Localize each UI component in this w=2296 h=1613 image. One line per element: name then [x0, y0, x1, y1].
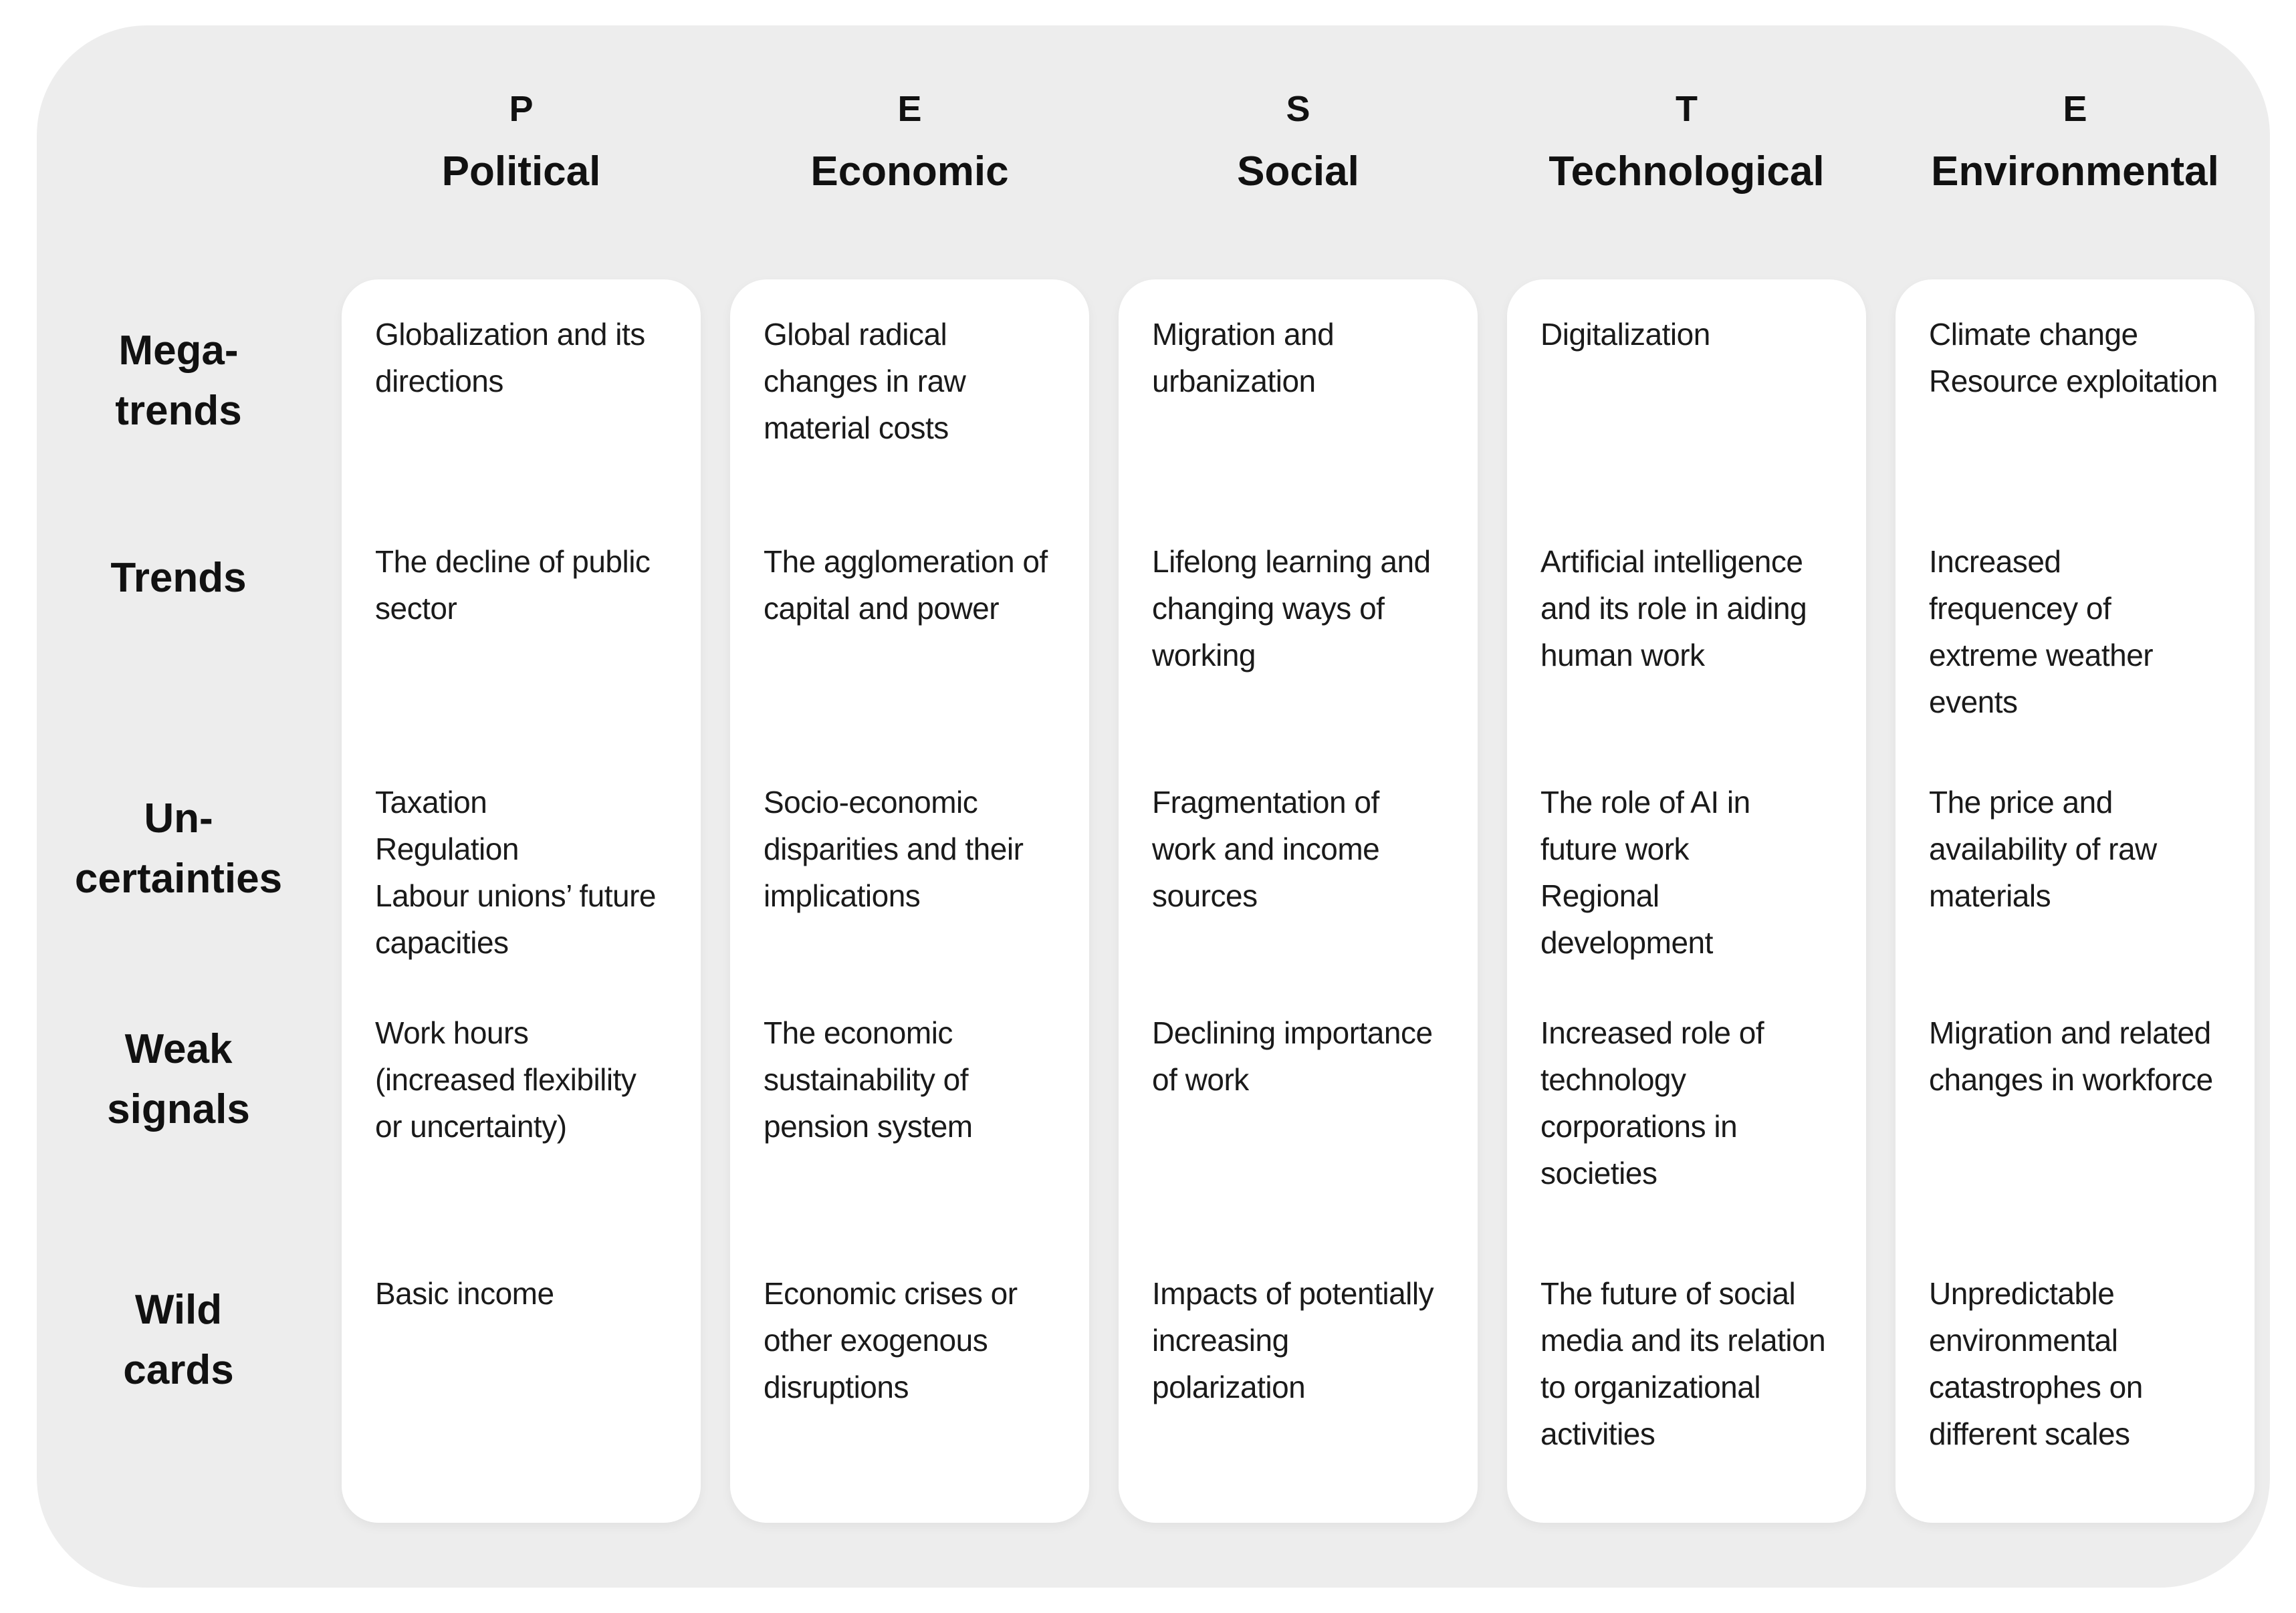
row-label-weak-signals: Weak signals: [107, 1026, 250, 1132]
column-header-social: S Social: [1119, 25, 1478, 279]
row-label-wild-cards: Wild cards: [123, 1287, 234, 1393]
cell-economic-weak-signals: The economic sustainability of pension s…: [764, 1015, 973, 1144]
cell-political-mega-trends: Globalization and its directions: [375, 317, 645, 398]
peste-grid: P Political E Economic S Social T Techno…: [37, 25, 2270, 1523]
cell-political-wild-cards: Basic income: [375, 1276, 554, 1311]
column-name-technological: Technological: [1548, 148, 1825, 195]
cell-economic-wild-cards: Economic crises or other exogenous disru…: [764, 1276, 1018, 1404]
row-label-trends: Trends: [110, 555, 247, 601]
column-header-environmental: E Environmental: [1896, 25, 2255, 279]
column-letter-environmental: E: [2063, 89, 2087, 129]
column-letter-political: P: [509, 89, 534, 129]
column-card-social: [1119, 279, 1478, 1523]
cell-environmental-weak-signals: Migration and related changes in workfor…: [1929, 1015, 2213, 1097]
cell-social-wild-cards: Impacts of potentially increasing polari…: [1152, 1276, 1434, 1404]
column-letter-economic: E: [897, 89, 922, 129]
cell-environmental-wild-cards: Unpredictable environmental catastrophes…: [1929, 1276, 2143, 1451]
cell-economic-uncertainties: Socio-economic disparities and their imp…: [764, 785, 1024, 913]
cell-technological-uncertainties: The role of AI in future work Regional d…: [1540, 785, 1750, 960]
column-name-environmental: Environmental: [1931, 148, 2219, 195]
cell-environmental-mega-trends: Climate change Resource exploitation: [1929, 317, 2218, 398]
cell-social-mega-trends: Migration and urbanization: [1152, 317, 1335, 398]
column-name-social: Social: [1237, 148, 1359, 195]
cell-economic-trends: The agglomeration of capital and power: [764, 544, 1048, 626]
cell-social-weak-signals: Declining importance of work: [1152, 1015, 1433, 1097]
column-letter-technological: T: [1676, 89, 1698, 129]
cell-economic-mega-trends: Global radical changes in raw material c…: [764, 317, 966, 445]
column-card-political: [342, 279, 701, 1523]
cell-social-uncertainties: Fragmentation of work and income sources: [1152, 785, 1380, 913]
column-name-political: Political: [441, 148, 601, 195]
column-name-economic: Economic: [810, 148, 1009, 195]
cell-political-trends: The decline of public sector: [375, 544, 651, 626]
cell-environmental-trends: Increased frequencey of extreme weather …: [1929, 544, 2154, 719]
peste-panel: P Political E Economic S Social T Techno…: [37, 25, 2270, 1588]
column-card-environmental: [1896, 279, 2255, 1523]
column-header-political: P Political: [342, 25, 701, 279]
cell-technological-weak-signals: Increased role of technology corporation…: [1540, 1015, 1764, 1191]
column-header-technological: T Technological: [1507, 25, 1866, 279]
cell-technological-mega-trends: Digitalization: [1540, 317, 1710, 352]
row-label-mega-trends: Mega- trends: [115, 328, 242, 434]
row-label-uncertainties: Un- certainties: [74, 795, 283, 902]
column-header-economic: E Economic: [730, 25, 1089, 279]
cell-technological-trends: Artificial intelligence and its role in …: [1540, 544, 1807, 672]
cell-environmental-uncertainties: The price and availability of raw materi…: [1929, 785, 2157, 913]
column-card-technological: [1507, 279, 1866, 1523]
column-card-economic: [730, 279, 1089, 1523]
cell-social-trends: Lifelong learning and changing ways of w…: [1152, 544, 1431, 672]
cell-political-weak-signals: Work hours (increased flexibility or unc…: [375, 1015, 637, 1144]
cell-technological-wild-cards: The future of social media and its relat…: [1540, 1276, 1826, 1451]
cell-political-uncertainties: Taxation Regulation Labour unions’ futur…: [375, 785, 657, 960]
column-letter-social: S: [1286, 89, 1310, 129]
